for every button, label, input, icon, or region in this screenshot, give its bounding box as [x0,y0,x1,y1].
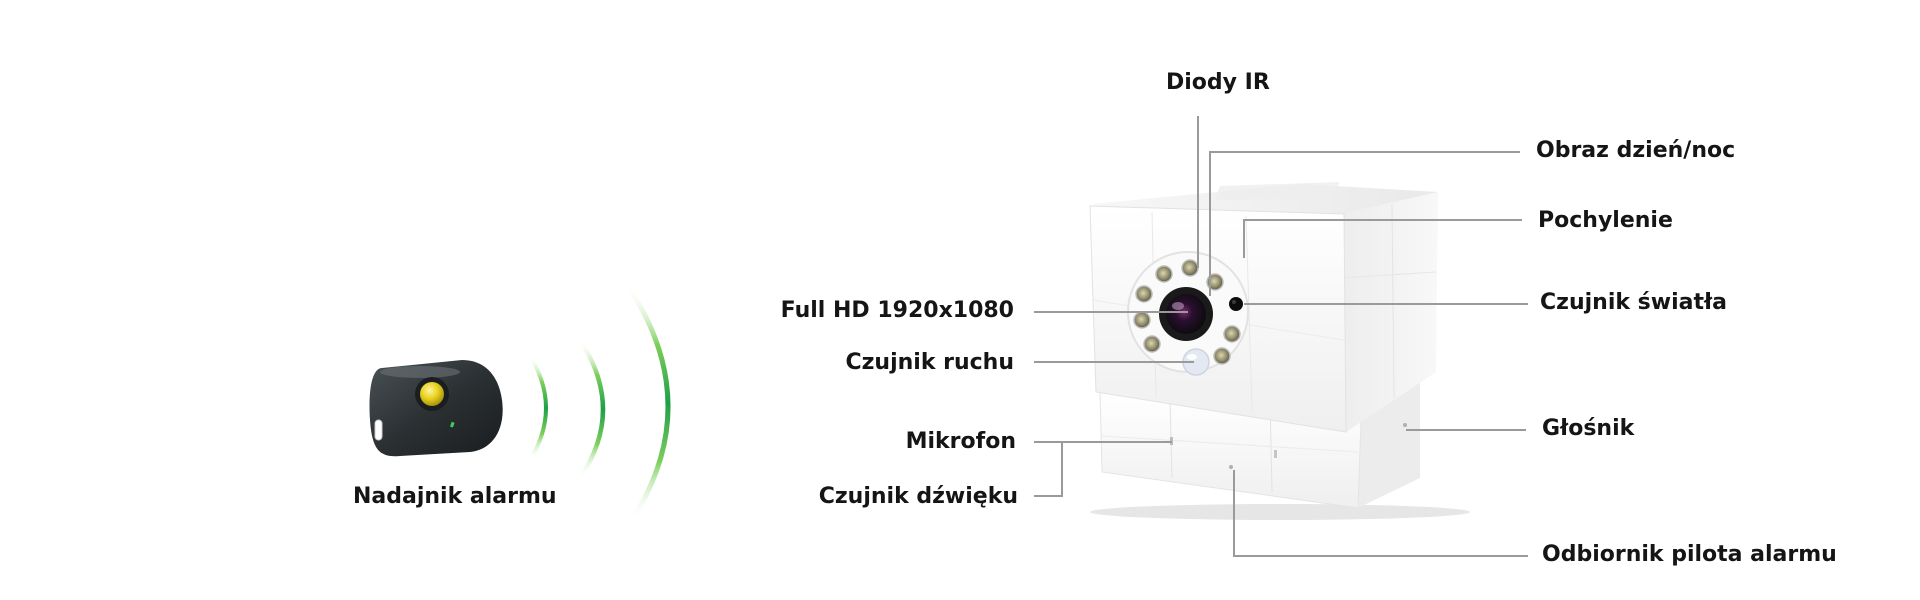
cube-right-face [1340,192,1438,432]
leader-mic-sound [1034,441,1172,497]
light-sensor-icon [1229,297,1243,311]
camera-shadow [1090,504,1470,520]
label-day-night-image: Obraz dzień/noc [1536,138,1736,163]
ir-led-icon [1181,259,1199,277]
fob-led-icon [450,421,455,428]
leader-day-night [1209,151,1520,296]
ir-led-icon [1135,285,1153,303]
ir-led-icon [1155,265,1173,283]
camera-device [1089,182,1470,520]
label-tilt: Pochylenie [1538,208,1673,233]
label-ir-diodes: Diody IR [1166,70,1270,95]
leader-lines [1034,116,1528,557]
fob-button [420,382,444,406]
fob-highlight [380,366,460,378]
ir-led-icon [1143,335,1161,353]
label-speaker: Głośnik [1542,416,1635,441]
signal-waves [528,283,671,523]
leader-tilt [1243,219,1522,258]
label-light-sensor: Czujnik światła [1540,290,1727,315]
ir-led-icon [1213,347,1231,365]
speaker-point [1403,423,1407,427]
leader-remote-receiver [1233,470,1528,557]
label-full-hd: Full HD 1920x1080 [780,298,1014,323]
label-remote-receiver: Odbiornik pilota alarmu [1542,542,1837,567]
fob-keyring-slot [374,419,383,441]
label-alarm-transmitter: Nadajnik alarmu [353,484,557,509]
ir-led-icon [1223,325,1241,343]
signal-arc-3 [625,283,671,523]
label-microphone: Mikrofon [905,429,1016,454]
signal-arc-1 [528,354,548,462]
ir-led-icon [1133,311,1151,329]
label-sound-sensor: Czujnik dźwięku [818,484,1018,509]
label-motion-sensor: Czujnik ruchu [845,350,1014,375]
remote-receiver-point [1229,465,1233,469]
signal-arc-2 [577,337,606,481]
alarm-transmitter-fob [369,360,503,457]
